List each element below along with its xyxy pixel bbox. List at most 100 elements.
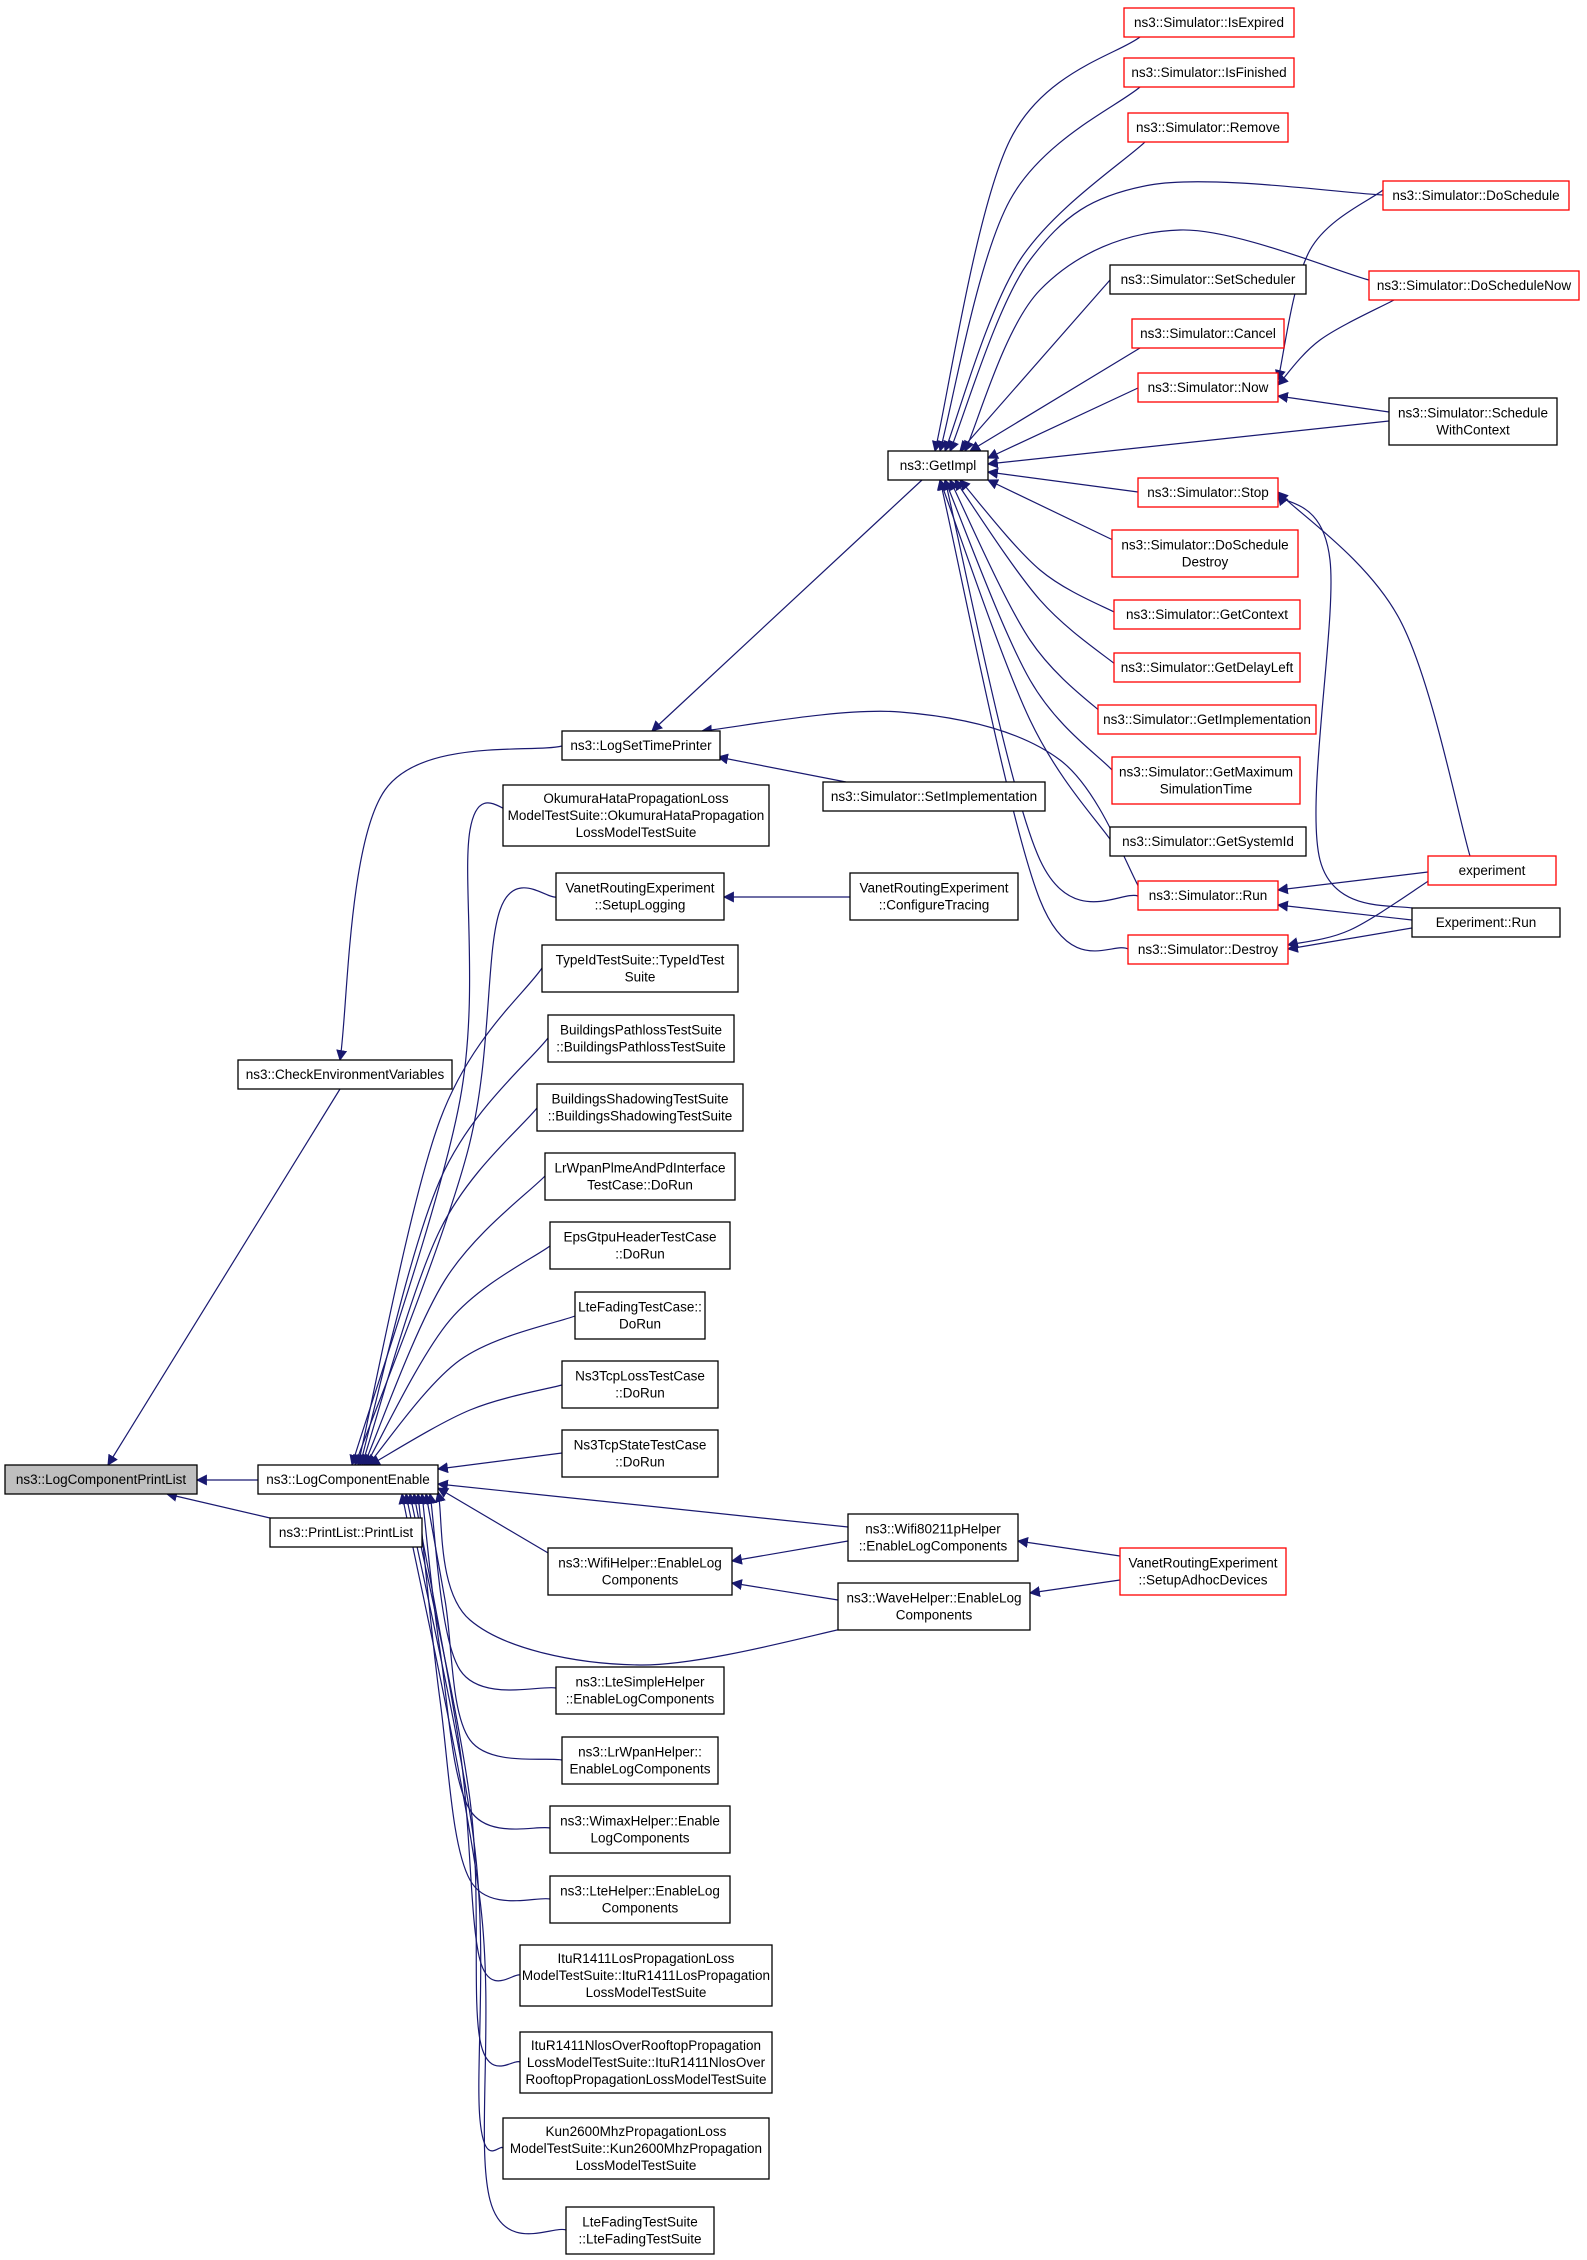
edge-checkenv-to-focus: [107, 1088, 341, 1466]
node-label: TestCase::DoRun: [587, 1178, 693, 1193]
node-remove[interactable]: ns3::Simulator::Remove: [1127, 112, 1289, 143]
node-label: ns3::Simulator::GetSystemId: [1122, 834, 1294, 849]
node-getdelayleft[interactable]: ns3::Simulator::GetDelayLeft: [1113, 652, 1301, 683]
edge-remove-to-getimpl: [943, 141, 1146, 453]
node-box: [519, 2031, 773, 2094]
edge-getmaximumsimtime-to-getimpl: [943, 478, 1113, 771]
edge-ltefadingtestcase-to-logcomponentenable: [367, 1315, 576, 1466]
node-getcontext[interactable]: ns3::Simulator::GetContext: [1113, 599, 1301, 630]
node-box: [1411, 907, 1561, 938]
node-getimpl[interactable]: ns3::GetImpl: [887, 450, 989, 481]
node-box: [1137, 372, 1279, 403]
node-label: LteFadingTestSuite: [582, 2215, 698, 2230]
node-printlist[interactable]: ns3::PrintList::PrintList: [269, 1517, 423, 1548]
node-wifi80211p[interactable]: ns3::Wifi80211pHelper::EnableLogComponen…: [847, 1513, 1019, 1562]
node-checkenv[interactable]: ns3::CheckEnvironmentVariables: [237, 1059, 453, 1090]
node-box: [1097, 704, 1317, 735]
node-label: ns3::PrintList::PrintList: [279, 1525, 414, 1540]
node-box: [1111, 529, 1299, 578]
node-label: ns3::Simulator::DoSchedule: [1392, 188, 1559, 203]
node-box: [544, 1152, 736, 1201]
node-isexpired[interactable]: ns3::Simulator::IsExpired: [1123, 7, 1295, 38]
nodes-layer: ns3::LogComponentPrintList ns3::LogCompon…: [4, 7, 1580, 2255]
node-logsettimeprinter[interactable]: ns3::LogSetTimePrinter: [561, 730, 721, 761]
node-box: [822, 781, 1046, 812]
node-label: Components: [896, 1608, 973, 1623]
node-wifihelper[interactable]: ns3::WifiHelper::EnableLogComponents: [547, 1547, 733, 1596]
node-label: experiment: [1459, 863, 1526, 878]
node-ltefadingtestsuite[interactable]: LteFadingTestSuite::LteFadingTestSuite: [565, 2206, 715, 2255]
node-label: SimulationTime: [1160, 782, 1253, 797]
node-setimplementation[interactable]: ns3::Simulator::SetImplementation: [822, 781, 1046, 812]
node-label: Destroy: [1182, 555, 1229, 570]
node-box: [847, 1513, 1019, 1562]
node-label: ns3::WaveHelper::EnableLog: [846, 1591, 1021, 1606]
node-destroy[interactable]: ns3::Simulator::Destroy: [1127, 934, 1289, 965]
node-vanetconfiguretracing[interactable]: VanetRoutingExperiment::ConfigureTracing: [849, 872, 1019, 921]
node-ns3tcploss[interactable]: Ns3TcpLossTestCase::DoRun: [561, 1360, 719, 1409]
node-vanetadhoc[interactable]: VanetRoutingExperiment::SetupAdhocDevice…: [1119, 1547, 1287, 1596]
edge-stop-to-getimpl: [986, 467, 1139, 493]
node-itur1411los[interactable]: ItuR1411LosPropagationLossModelTestSuite…: [519, 1944, 773, 2007]
node-isfinished[interactable]: ns3::Simulator::IsFinished: [1123, 57, 1295, 88]
node-box: [887, 450, 989, 481]
node-now[interactable]: ns3::Simulator::Now: [1137, 372, 1279, 403]
node-label: ::EnableLogComponents: [859, 1539, 1008, 1554]
node-wavehelper[interactable]: ns3::WaveHelper::EnableLogComponents: [837, 1582, 1031, 1631]
node-box: [1427, 855, 1557, 886]
edge-ltesimplehelper-to-logcomponentenable: [426, 1492, 557, 1691]
node-box: [1111, 756, 1301, 805]
edge-getdelayleft-to-getimpl: [954, 479, 1121, 669]
node-lrwpanhelper[interactable]: ns3::LrWpanHelper::EnableLogComponents: [561, 1736, 719, 1785]
node-ns3tcpstate[interactable]: Ns3TcpStateTestCase::DoRun: [561, 1429, 719, 1478]
node-ltefadingtestcase[interactable]: LteFadingTestCase::DoRun: [574, 1291, 706, 1340]
node-logcomponentenable[interactable]: ns3::LogComponentEnable: [257, 1464, 439, 1495]
node-vanetsetuplogging[interactable]: VanetRoutingExperiment::SetupLogging: [555, 872, 725, 921]
node-label: Components: [602, 1901, 679, 1916]
node-box: [1131, 318, 1285, 349]
node-buildingsshadowing[interactable]: BuildingsShadowingTestSuite::BuildingsSh…: [536, 1083, 744, 1132]
node-doschedule[interactable]: ns3::Simulator::DoSchedule: [1382, 180, 1570, 211]
node-cancel[interactable]: ns3::Simulator::Cancel: [1131, 318, 1285, 349]
node-experimentrun[interactable]: Experiment::Run: [1411, 907, 1561, 938]
node-label: LrWpanPlmeAndPdInterface: [554, 1161, 725, 1176]
node-focus[interactable]: ns3::LogComponentPrintList: [4, 1464, 198, 1495]
node-doschedulenow[interactable]: ns3::Simulator::DoScheduleNow: [1368, 270, 1580, 301]
node-label: BuildingsPathlossTestSuite: [560, 1023, 722, 1038]
node-itur1411nlos[interactable]: ItuR1411NlosOverRooftopPropagationLossMo…: [519, 2031, 773, 2094]
node-label: ::DoRun: [615, 1247, 665, 1262]
node-buildingspathloss[interactable]: BuildingsPathlossTestSuite::BuildingsPat…: [547, 1014, 735, 1063]
node-box: [1127, 112, 1289, 143]
node-setscheduler[interactable]: ns3::Simulator::SetScheduler: [1109, 264, 1307, 295]
node-box: [257, 1464, 439, 1495]
node-typeidtestsuite[interactable]: TypeIdTestSuite::TypeIdTestSuite: [541, 944, 739, 993]
node-getimplementation[interactable]: ns3::Simulator::GetImplementation: [1097, 704, 1317, 735]
node-run[interactable]: ns3::Simulator::Run: [1137, 880, 1279, 911]
edge-lrwpanplme-to-logcomponentenable: [362, 1175, 546, 1467]
node-getsystemid[interactable]: ns3::Simulator::GetSystemId: [1109, 826, 1307, 857]
node-label: ::SetupAdhocDevices: [1138, 1573, 1267, 1588]
node-label: EnableLogComponents: [569, 1762, 710, 1777]
node-epsgtpu[interactable]: EpsGtpuHeaderTestCase::DoRun: [549, 1221, 731, 1270]
node-stop[interactable]: ns3::Simulator::Stop: [1137, 477, 1279, 508]
edge-printlist-to-focus: [165, 1490, 271, 1519]
node-label: ns3::Simulator::Destroy: [1138, 942, 1279, 957]
edge-doschedulenow-to-getimpl: [964, 229, 1370, 452]
node-wimaxhelper[interactable]: ns3::WimaxHelper::EnableLogComponents: [549, 1805, 731, 1854]
node-ltehelper[interactable]: ns3::LteHelper::EnableLogComponents: [549, 1875, 731, 1924]
node-label: BuildingsShadowingTestSuite: [551, 1092, 728, 1107]
edge-setscheduler-to-getimpl: [959, 279, 1111, 452]
node-kun2600[interactable]: Kun2600MhzPropagationLossModelTestSuite:…: [502, 2117, 770, 2180]
node-ltesimplehelper[interactable]: ns3::LteSimpleHelper::EnableLogComponent…: [555, 1666, 725, 1715]
node-label: ns3::LogComponentEnable: [266, 1472, 430, 1487]
node-box: [549, 1221, 731, 1270]
node-experiment[interactable]: experiment: [1427, 855, 1557, 886]
node-label: ns3::WifiHelper::EnableLog: [558, 1556, 722, 1571]
node-okumura[interactable]: OkumuraHataPropagationLossModelTestSuite…: [502, 784, 770, 847]
node-box: [561, 730, 721, 761]
